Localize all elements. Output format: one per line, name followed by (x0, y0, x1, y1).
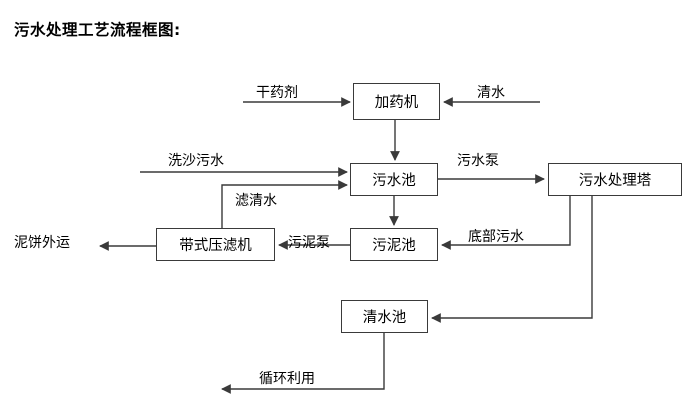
page-title: 污水处理工艺流程框图: (14, 21, 181, 39)
node-sludge-pool[interactable]: 污泥池 (350, 228, 438, 261)
edge-label-filtered-clear-water: 滤清水 (235, 193, 277, 209)
terminal-mud-cake-transport: 泥饼外运 (14, 235, 70, 251)
node-label: 加药机 (374, 95, 419, 111)
edge-tower-to-clear-water-pool (431, 196, 593, 323)
edge-clear-water-pool-recycle (221, 333, 385, 394)
node-dosing-machine[interactable]: 加药机 (353, 83, 440, 120)
node-label: 污水处理塔 (578, 173, 652, 189)
edge-filtered-water-to-wastewater-pool (221, 180, 348, 228)
edge-label-sludge-pump: 污泥泵 (288, 235, 330, 251)
node-label: 污水池 (372, 173, 416, 189)
edge-label-recycle-reuse: 循环利用 (259, 371, 315, 387)
terminal-dry-chemical: 干药剂 (256, 85, 298, 101)
edge-bottom-wastewater-to-sludge-pool (441, 196, 571, 250)
terminal-sand-wash-wastewater: 洗沙污水 (168, 153, 224, 169)
node-label: 带式压滤机 (179, 238, 252, 254)
node-clear-water-pool[interactable]: 清水池 (341, 300, 428, 333)
node-label: 污泥池 (372, 238, 416, 254)
node-label: 清水池 (362, 310, 407, 326)
node-wastewater-pool[interactable]: 污水池 (350, 163, 438, 196)
terminal-clean-water: 清水 (477, 85, 505, 101)
edge-label-wastewater-pump: 污水泵 (457, 153, 499, 169)
node-treatment-tower[interactable]: 污水处理塔 (548, 163, 682, 196)
node-belt-filter-press[interactable]: 带式压滤机 (156, 228, 275, 261)
edge-label-bottom-wastewater: 底部污水 (468, 229, 524, 245)
